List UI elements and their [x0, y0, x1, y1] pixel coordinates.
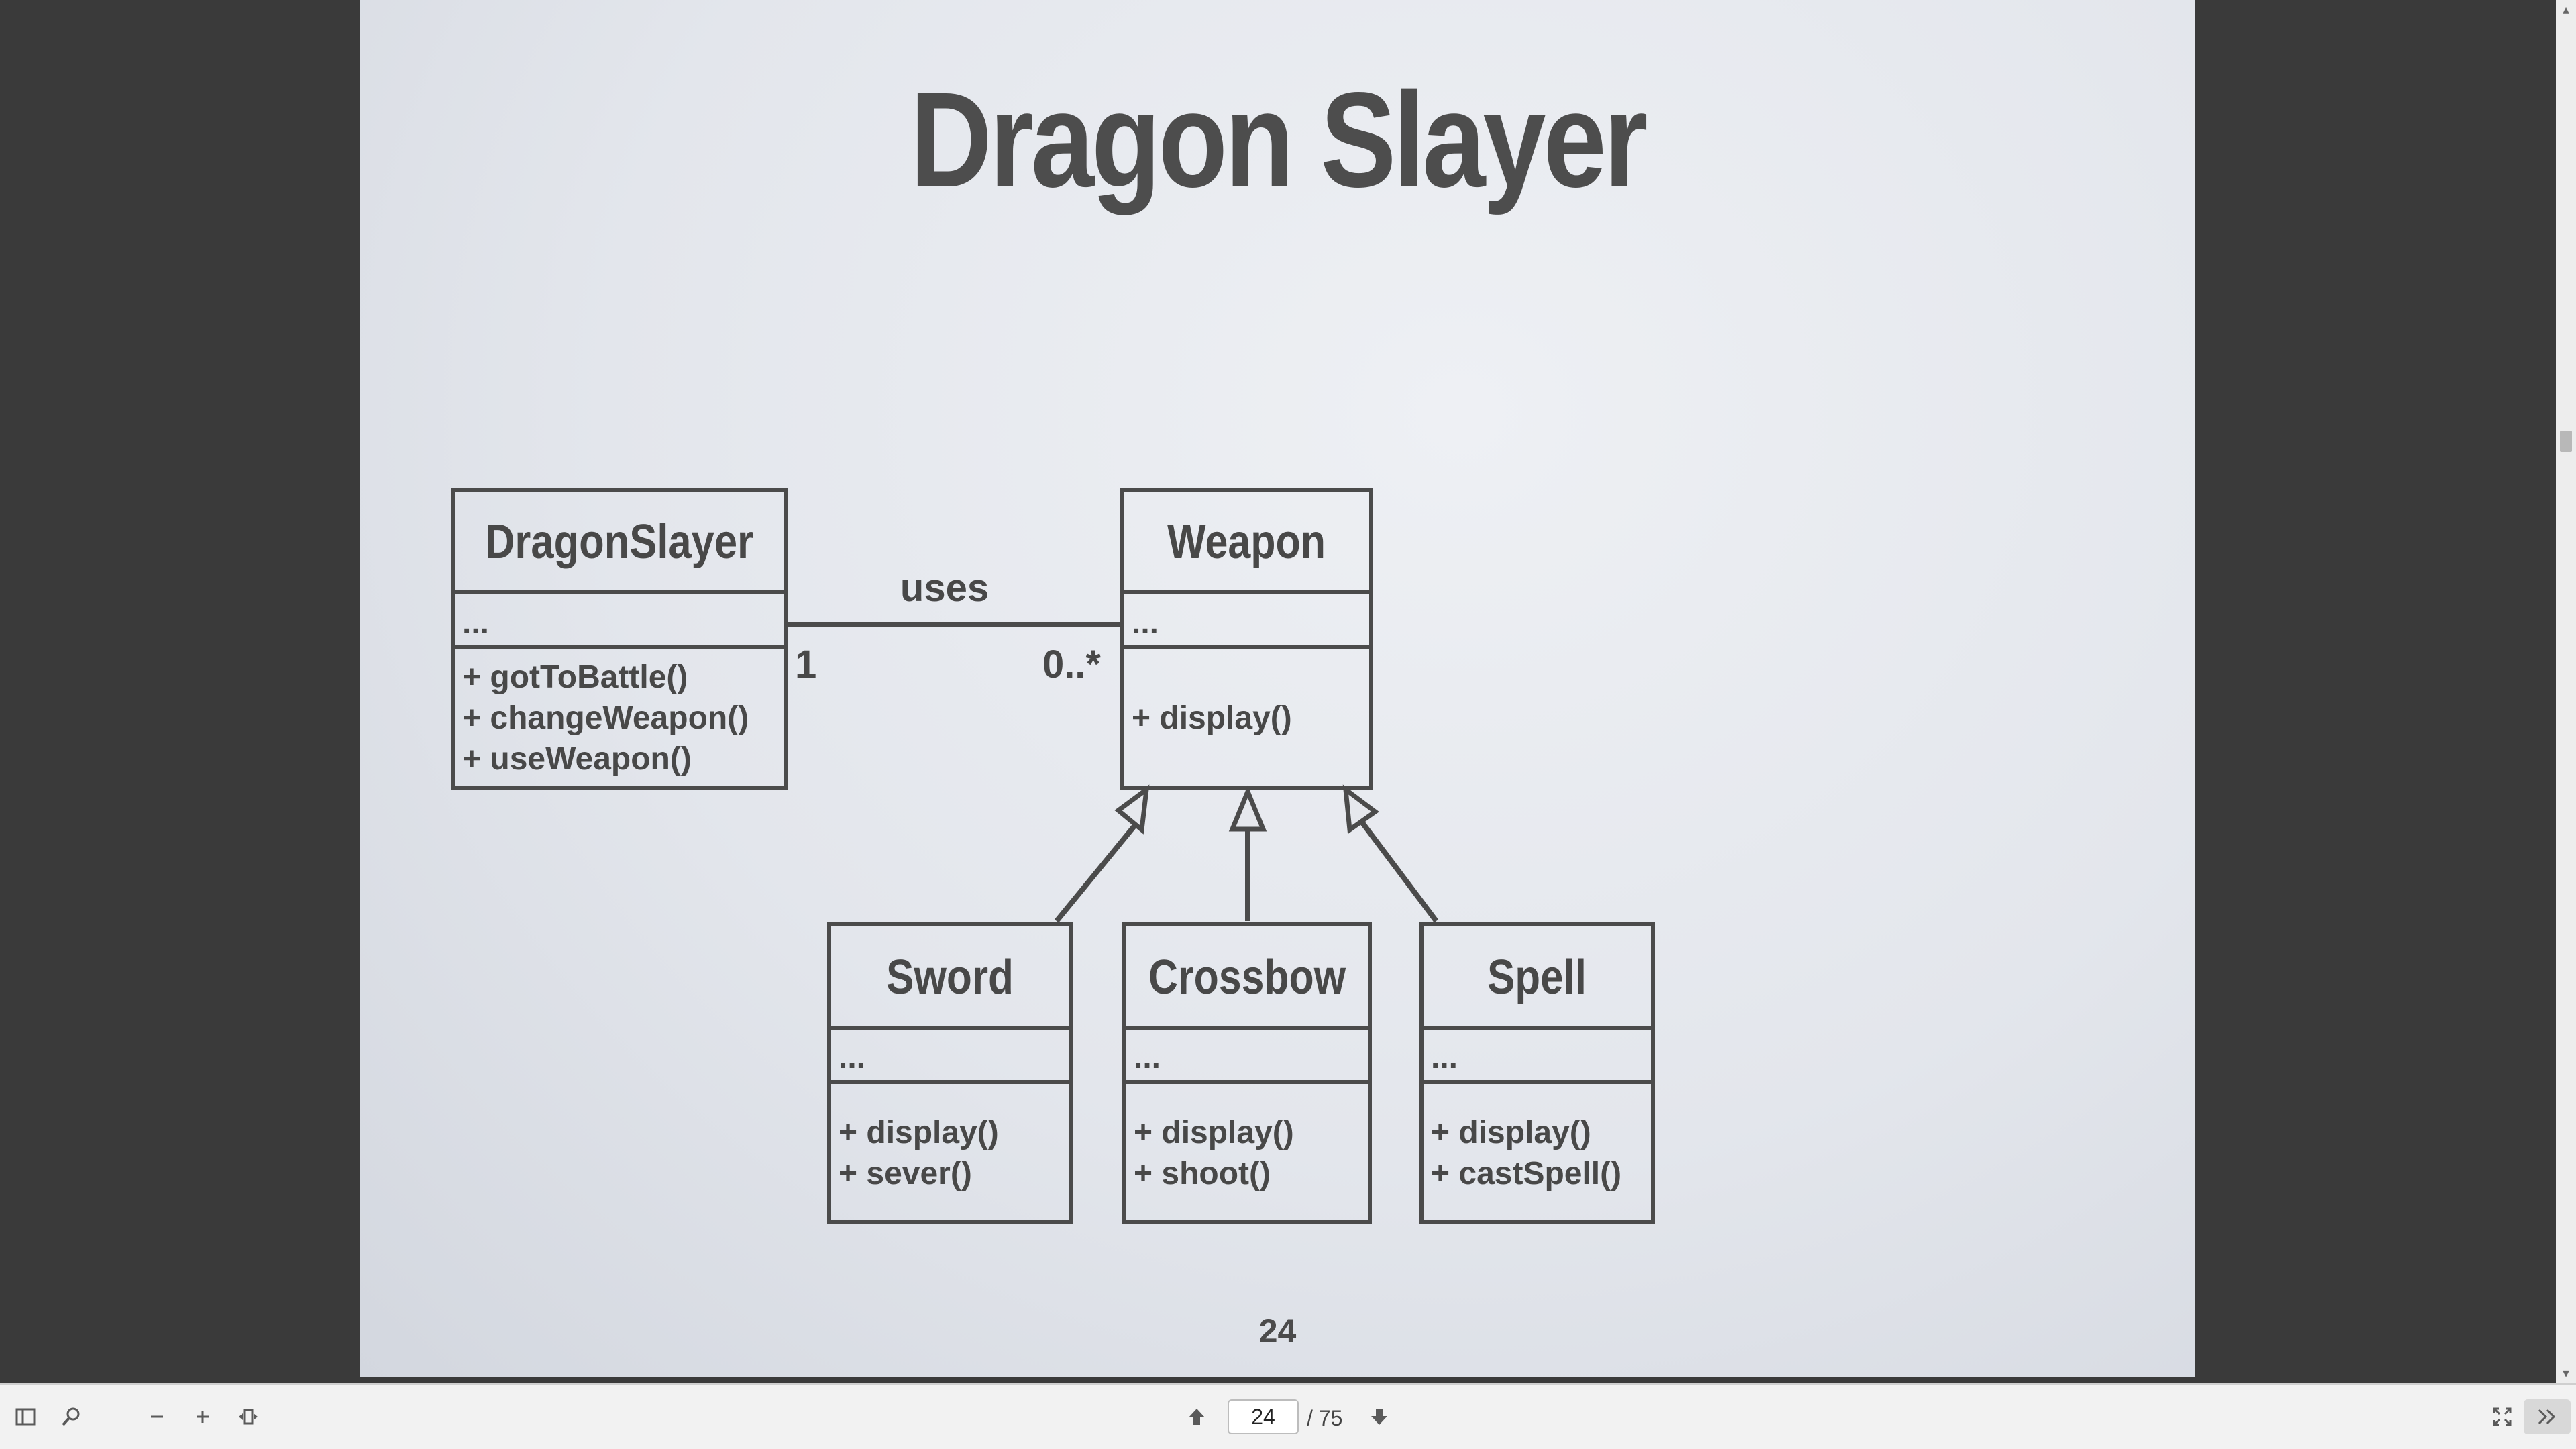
class-attributes: ... [1134, 1040, 1161, 1075]
class-attributes: ... [1132, 605, 1159, 641]
class-attributes: ... [839, 1040, 865, 1075]
class-method: + gotToBattle() [462, 659, 688, 695]
class-name: Spell [1487, 951, 1587, 1004]
page-count: / 75 [1307, 1406, 1343, 1430]
slide-page-number: 24 [1258, 1312, 1297, 1350]
generalization-sword-weapon [1054, 784, 1150, 923]
class-sword: Sword ... + display() + sever() [827, 922, 1073, 1224]
uml-class-diagram: DragonSlayer ... + gotToBattle() + chang… [451, 488, 1655, 1224]
search-icon[interactable] [54, 1399, 89, 1434]
class-method: + useWeapon() [462, 741, 692, 777]
viewer-toolbar: / 75 [0, 1383, 2576, 1449]
zoom-in-icon[interactable] [185, 1399, 220, 1434]
zoom-out-icon[interactable] [140, 1399, 174, 1434]
fullscreen-icon[interactable] [2485, 1399, 2520, 1434]
generalization-spell-weapon [1342, 784, 1439, 923]
next-page-icon[interactable] [1362, 1399, 1397, 1434]
association-label: uses [900, 566, 989, 610]
document-viewer: Dragon Slayer DragonSlayer ... + gotToBa… [360, 0, 2576, 1383]
fit-page-icon[interactable] [231, 1399, 266, 1434]
more-tools-icon[interactable] [2524, 1399, 2571, 1434]
class-dragonslayer: DragonSlayer ... + gotToBattle() + chang… [451, 488, 788, 790]
class-name: Sword [886, 951, 1014, 1004]
page-number-input[interactable] [1228, 1399, 1299, 1434]
class-method: + castSpell() [1431, 1156, 1621, 1191]
class-attributes: ... [462, 605, 489, 641]
class-name: Weapon [1167, 515, 1326, 569]
class-attributes: ... [1431, 1040, 1458, 1075]
association-uses: uses 1 0..* [786, 566, 1122, 686]
source-multiplicity: 1 [795, 643, 816, 686]
sidebar-toggle-icon[interactable] [8, 1399, 43, 1434]
class-method: + display() [1134, 1115, 1294, 1150]
scroll-thumb[interactable] [2560, 431, 2572, 452]
scroll-up-icon[interactable]: ▴ [2562, 3, 2570, 17]
generalization-crossbow-weapon [1228, 785, 1267, 921]
class-method: + display() [1132, 700, 1292, 736]
class-spell: Spell ... + display() + castSpell() [1419, 922, 1655, 1224]
slide-page: Dragon Slayer DragonSlayer ... + gotToBa… [360, 0, 2195, 1377]
slide-title: Dragon Slayer [910, 64, 1648, 215]
previous-page-icon[interactable] [1179, 1399, 1214, 1434]
class-method: + display() [1431, 1115, 1591, 1150]
class-name: DragonSlayer [485, 515, 753, 569]
class-method: + display() [839, 1115, 999, 1150]
target-multiplicity: 0..* [1042, 643, 1101, 686]
class-name: Crossbow [1148, 951, 1346, 1004]
class-weapon: Weapon ... + display() [1120, 488, 1373, 790]
class-method: + shoot() [1134, 1156, 1271, 1191]
vertical-scrollbar[interactable]: ▴ ▾ [2556, 0, 2576, 1383]
class-crossbow: Crossbow ... + display() + shoot() [1122, 922, 1372, 1224]
scroll-down-icon[interactable]: ▾ [2562, 1366, 2570, 1381]
class-method: + changeWeapon() [462, 700, 749, 736]
class-method: + sever() [839, 1156, 972, 1191]
